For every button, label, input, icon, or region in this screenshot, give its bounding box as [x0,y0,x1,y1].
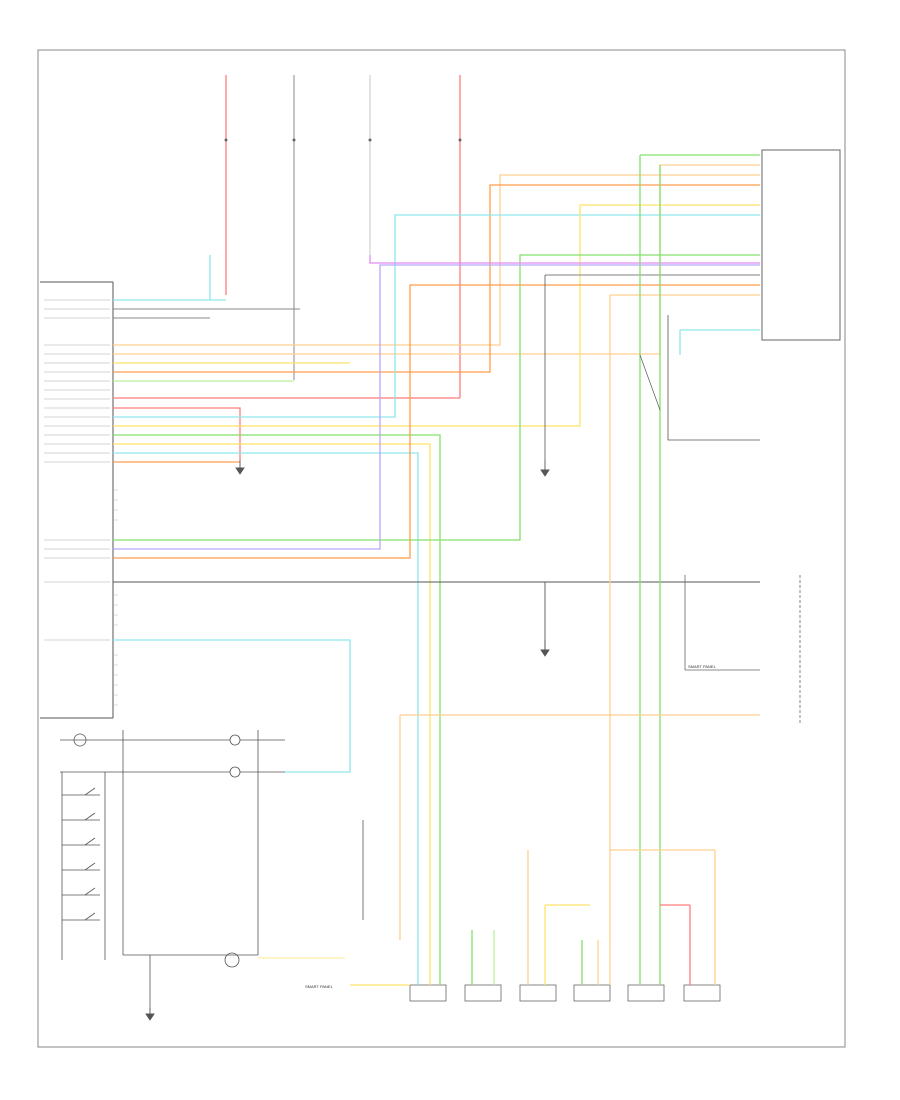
ground-symbols [145,460,550,1021]
fuse-feeds [224,75,462,398]
speaker-rf-door [464,984,502,1002]
diagram-border [37,49,846,1048]
smart-panel-bottom-label: SMART PANEL [305,984,334,989]
speaker-lr [573,984,611,1002]
radio-unit [40,281,118,719]
speaker-lf-tweeter [519,984,557,1002]
side-wiring [639,315,760,441]
speaker-lf-door [409,984,447,1002]
harness-wires [113,154,760,940]
smart-panel-module: SMART PANEL [684,575,801,725]
speaker-rr [627,984,665,1002]
speaker-feed-wires [350,849,716,986]
speaker-group [409,984,721,1002]
speaker-rf-tweeter [683,984,721,1002]
smart-panel-top-label: SMART PANEL [688,664,717,669]
steering-switch-assembly [60,730,364,1010]
remote-module [761,149,841,341]
